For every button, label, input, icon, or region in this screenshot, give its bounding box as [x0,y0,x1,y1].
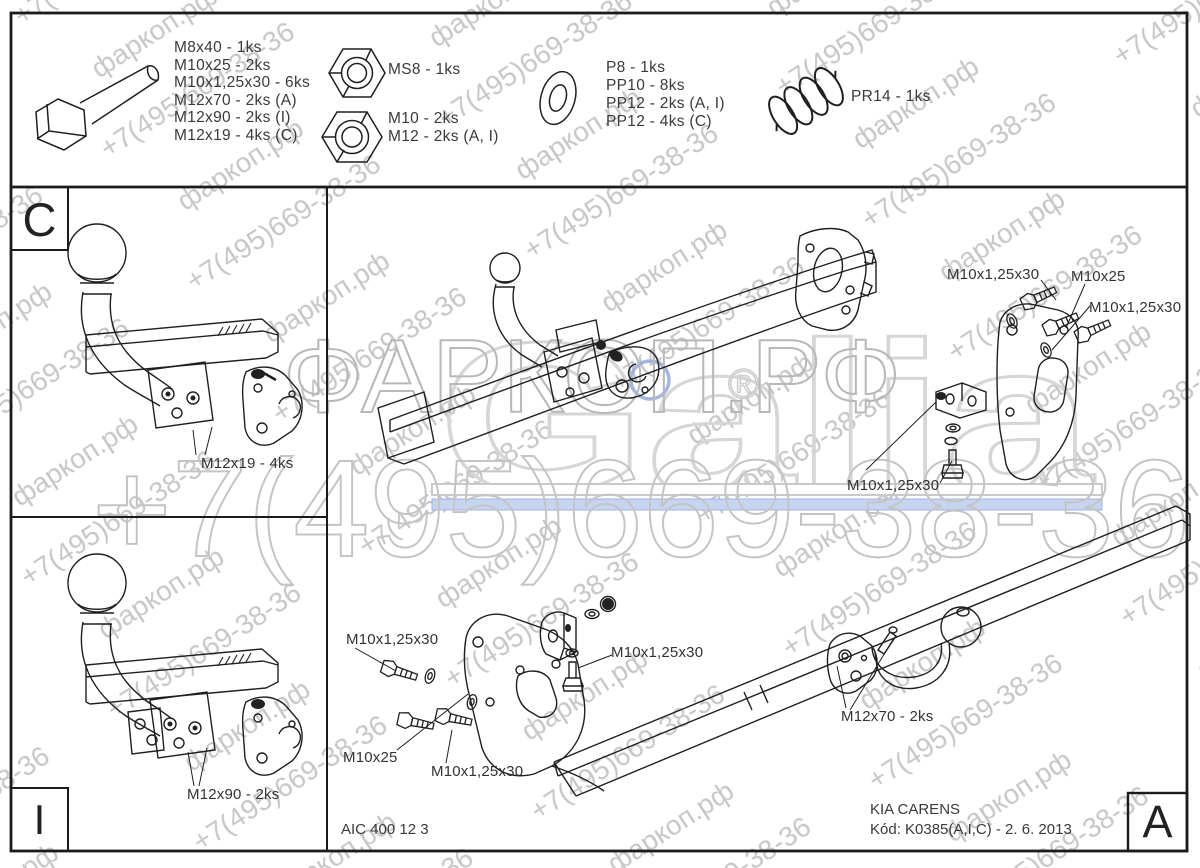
panel-letter-a: A [1142,796,1173,847]
spring-icon [768,67,844,135]
nut-size-item: M10 - 2ks [388,110,459,127]
drawing-panel-c [67,223,303,456]
bolt-size-item: M12x19 - 4ks (C) [174,126,298,144]
nut-size-item: M12 - 2ks (A, I) [388,127,499,145]
drawing-panel-i [67,553,303,787]
nut-sizes-list: M10 - 2ks M12 - 2ks (A, I) [388,110,499,145]
callout-lower-left-3: M10x1,25x30 [431,763,524,780]
callout-lower-mid: M10x1,25x30 [611,644,704,661]
washer-icon [539,70,577,126]
callout-lower-right: M12x70 - 2ks [841,708,934,725]
washer-sizes-list: P8 - 1ks PP10 - 8ks PP12 - 2ks (A, I) PP… [606,59,725,131]
registered-mark-watermark: ® [728,360,759,407]
callout-panel-i: M12x90 - 2ks [187,786,280,803]
nut-large-icon [321,111,383,163]
bolt-size-item: M10x25 - 2ks [174,56,271,74]
sheet-frame [9,11,1189,853]
logo-underline-gray [431,483,1103,496]
drawing-assembled-view [377,227,877,465]
phone-big-watermark: +7(495)669-38-36 [92,432,1190,586]
bolt-size-item: M12x90 - 2ks (I) [174,109,291,127]
drawing-side-plate-detail [865,279,1114,484]
panel-letter-c: C [22,192,57,246]
nut-small-icon [328,48,386,98]
bolt-icon [35,65,160,151]
model-name: KIA CARENS [870,801,961,818]
bolt-size-item: M10x1,25x30 - 6ks [174,74,311,92]
spring-label: PR14 - 1ks [851,88,931,105]
washer-size-item: PP12 - 4ks (C) [606,113,712,130]
washer-size-item: P8 - 1ks [606,59,666,76]
nut-small-label: MS8 - 1ks [388,61,461,78]
callout-top-right-2: M10x25 [1071,268,1126,285]
callout-top-right-1: M10x1,25x30 [947,266,1040,283]
bolt-size-item: M8x40 - 1ks [174,39,262,56]
product-code: Kód: K0385(A,I,C) - 2. 6. 2013 [870,821,1072,838]
doc-number: AIC 400 12 3 [341,821,429,838]
bolt-size-item: M12x70 - 2ks (A) [174,91,297,109]
panel-letter-i: I [33,795,46,843]
callout-lower-left-1: M10x1,25x30 [346,631,439,648]
callout-panel-c: M12x19 - 4ks [201,455,294,472]
drawing-exploded-view [354,505,1191,797]
washer-size-item: PP12 - 2ks (A, I) [606,95,725,112]
callout-top-right-3: M10x1,25x30 [1089,299,1182,316]
logo-underline-blue [431,498,1103,511]
bolt-sizes-list: M8x40 - 1ks M10x25 - 2ks M10x1,25x30 - 6… [174,39,310,145]
callout-lower-left-2: M10x25 [343,749,398,766]
washer-size-item: PP10 - 8ks [606,77,685,94]
callout-mid-right: M10x1,25x30 [847,477,940,494]
